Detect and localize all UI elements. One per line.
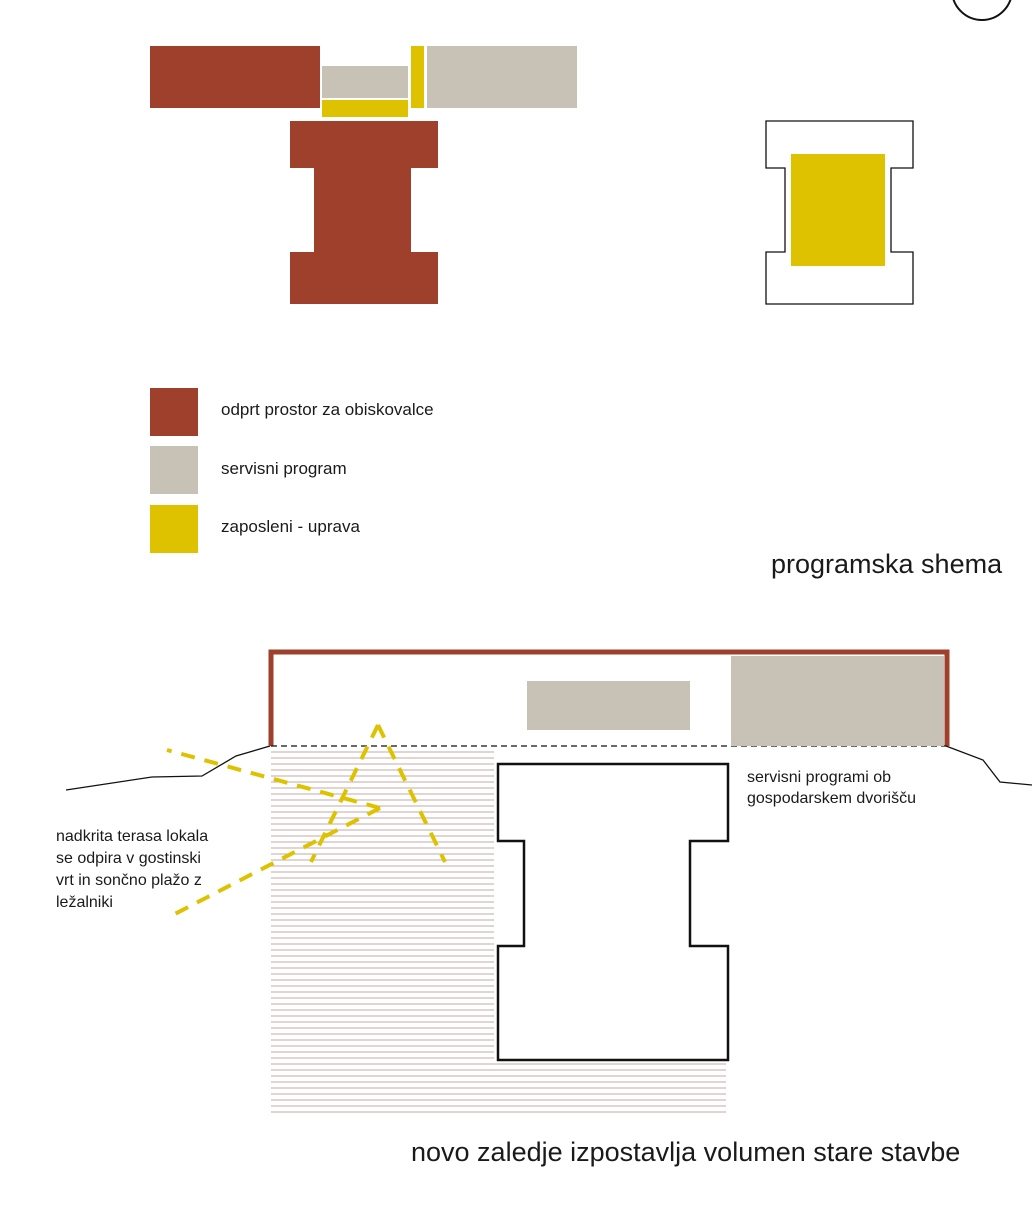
legend-label-staff: zaposleni - uprava — [221, 517, 360, 536]
scheme-service-block-mid — [322, 66, 408, 98]
terrain-line-right — [945, 745, 1032, 786]
section-diagram — [65, 649, 1032, 1113]
service-note: servisni programi ob gospodarskem dvoriš… — [747, 767, 916, 809]
service-note-line-1: servisni programi ob — [747, 769, 892, 786]
legend-swatch-visitors — [150, 388, 198, 436]
staff-scheme-staff-block — [791, 154, 885, 266]
view-cone-horizontal — [166, 748, 381, 920]
scheme-visitor-i-shape — [290, 121, 438, 304]
legend-swatch-service — [150, 446, 198, 494]
terrace-note-line-3: vrt in sončno plažo z — [56, 872, 202, 889]
terrace-note-line-2: se odpira v gostinski — [56, 850, 201, 867]
scheme-staff-strip-horizontal — [322, 100, 408, 117]
terrace-hatch — [271, 751, 726, 1113]
scheme-staff-strip-vertical — [411, 46, 424, 108]
old-building-outline — [496, 762, 730, 1062]
terrain-line-left — [65, 745, 271, 791]
program-scheme — [150, 46, 577, 304]
terrace-note-line-1: nadkrita terasa lokala — [56, 828, 209, 845]
terrace-note: nadkrita terasa lokala se odpira v gosti… — [56, 826, 208, 914]
view-cone-vertical — [309, 724, 447, 863]
section-caption: novo zaledje izpostavlja volumen stare s… — [411, 1137, 961, 1167]
legend-label-service: servisni program — [221, 459, 347, 478]
scheme-caption: programska shema — [771, 549, 1003, 579]
corner-circle-marker — [952, 0, 1012, 21]
roof-frame — [268, 649, 950, 746]
section-service-block-mid — [527, 681, 690, 730]
legend-label-visitors: odprt prostor za obiskovalce — [221, 400, 434, 419]
terrace-note-line-4: ležalniki — [56, 894, 113, 911]
legend-swatch-staff — [150, 505, 198, 553]
scheme-service-block-right — [427, 46, 577, 108]
scheme-visitor-block-left — [150, 46, 320, 108]
staff-scheme — [765, 120, 914, 305]
section-service-block-right — [731, 656, 944, 746]
service-note-line-2: gospodarskem dvorišču — [747, 790, 916, 807]
